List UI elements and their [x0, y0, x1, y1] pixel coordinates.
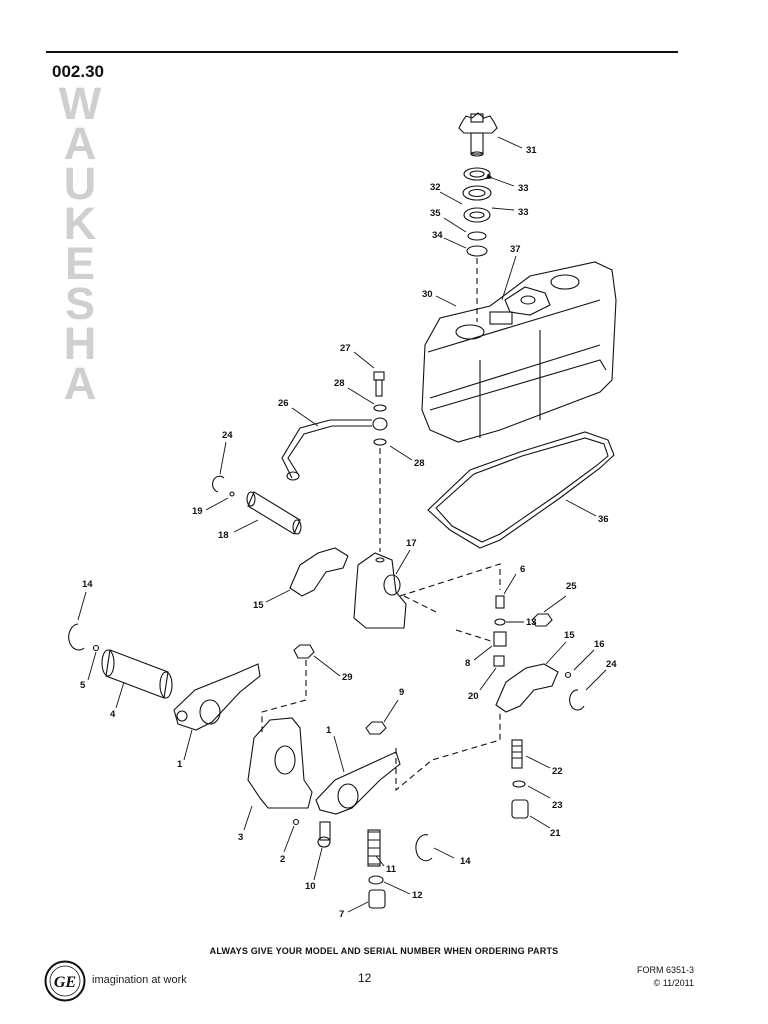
knob-part: [458, 112, 498, 157]
callout-label: 3: [238, 832, 243, 843]
rocker-shaft-part: [229, 491, 302, 535]
brand-letter: W: [58, 78, 102, 129]
callout-label: 1: [177, 759, 183, 770]
rocker-shaft-part: [92, 644, 173, 699]
tagline: imagination at work: [92, 974, 187, 986]
page-number: 12: [358, 971, 372, 985]
callout-label: 11: [386, 864, 397, 875]
callout-label: 14: [460, 856, 471, 867]
callout-label: 32: [430, 182, 441, 193]
ordering-notice: ALWAYS GIVE YOUR MODEL AND SERIAL NUMBER…: [209, 946, 559, 956]
callout-label: 16: [594, 639, 605, 650]
rocker-arm-part: [173, 663, 261, 731]
callout-label: 30: [422, 289, 433, 300]
callout-label: 10: [305, 881, 316, 892]
callout-label: 29: [342, 672, 353, 683]
callout-label: 24: [606, 659, 617, 670]
adjuster-parts: [292, 818, 386, 909]
oil-tube-part: [281, 417, 388, 481]
brand-letter: K: [63, 198, 97, 249]
callout-label: 1: [326, 725, 332, 736]
callout-label: 15: [564, 630, 575, 641]
callout-label: 9: [399, 687, 404, 698]
callout-label: 37: [510, 244, 521, 255]
callout-label: 36: [598, 514, 609, 525]
copyright: © 11/2011: [653, 978, 694, 988]
nut-part: [365, 721, 387, 735]
callout-label: 8: [465, 658, 470, 669]
rocker-arm-part: [315, 751, 401, 815]
callout-label: 22: [552, 766, 563, 777]
gasket-part: [427, 431, 615, 549]
brand-letter: U: [63, 158, 97, 209]
callout-label: 33: [518, 207, 529, 218]
brand-letter: A: [63, 358, 97, 409]
rocker-bracket-part: [247, 717, 313, 809]
callout-label: 34: [432, 230, 443, 241]
snap-ring-part: [212, 475, 225, 493]
callout-label: 24: [222, 430, 233, 441]
callout-label: 20: [468, 691, 479, 702]
snap-ring-part: [415, 834, 433, 862]
brand-watermark: W A U K E S H A: [52, 78, 108, 409]
ge-logo: GE: [44, 960, 86, 1002]
form-number: FORM 6351-3: [636, 965, 694, 975]
part-drawings: [68, 112, 617, 909]
brand-letter: E: [64, 238, 95, 289]
callout-labels: 31 33 32 33 35 34 37 30 27 28 26 28 24 1…: [77, 136, 617, 920]
callout-label: 14: [82, 579, 93, 590]
callout-label: 28: [334, 378, 345, 389]
brand-letter: S: [64, 278, 95, 329]
snap-ring-part: [68, 623, 85, 651]
seal-stack: [462, 167, 492, 257]
callout-label: 7: [339, 909, 344, 920]
callout-label: 5: [80, 680, 86, 691]
right-side-parts: [493, 595, 585, 819]
callout-label: 25: [566, 581, 577, 592]
bolt-part: [373, 371, 387, 446]
form-info: FORM 6351-3 © 11/2011: [637, 964, 694, 990]
callout-label: 26: [278, 398, 289, 409]
callout-label: 23: [552, 800, 563, 811]
header-rule: [46, 51, 678, 53]
callout-label: 13: [526, 617, 537, 628]
callout-label: 6: [520, 564, 525, 575]
callout-label: 21: [550, 828, 561, 839]
brand-letter: A: [63, 118, 97, 169]
valve-cover-part: [421, 261, 617, 443]
nut-part: [293, 644, 315, 659]
callout-label: 31: [526, 145, 537, 156]
callout-label: 2: [280, 854, 285, 865]
callout-label: 15: [253, 600, 264, 611]
callout-label: 18: [218, 530, 229, 541]
callout-label: 19: [192, 506, 203, 517]
callout-label: 17: [406, 538, 417, 549]
rocker-bracket-part: [353, 552, 407, 629]
alignment-lines: [261, 258, 501, 792]
callout-label: 28: [414, 458, 425, 469]
logo-text: GE: [54, 974, 76, 991]
callout-label: 33: [518, 183, 529, 194]
callout-label: 12: [412, 890, 423, 901]
callout-label: 27: [340, 343, 351, 354]
brand-letter: H: [63, 318, 97, 369]
rocker-arm-part: [289, 547, 349, 597]
callout-label: 35: [430, 208, 441, 219]
callout-label: 4: [110, 709, 116, 720]
section-number: 002.30: [52, 62, 104, 81]
